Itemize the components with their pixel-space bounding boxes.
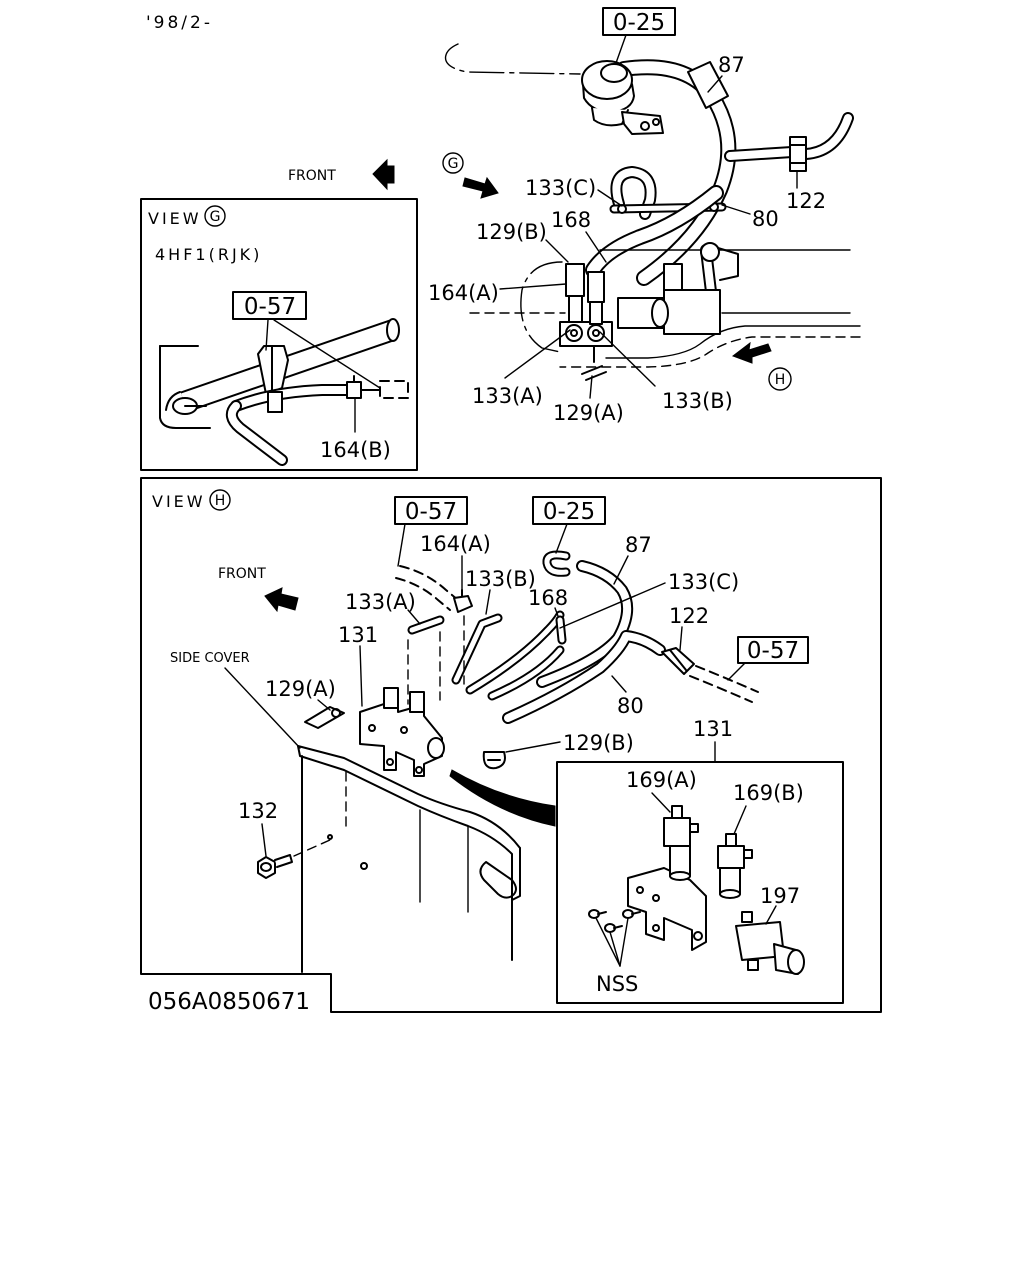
- solenoid-169b: [717, 833, 753, 899]
- bolt-132: [257, 839, 331, 879]
- detail-bracket: [627, 867, 707, 951]
- callout-129b: 129(B): [476, 220, 547, 244]
- front-arrow-icon-view-h: [264, 587, 299, 613]
- valve-197: [735, 911, 805, 975]
- callout-129a: 129(A): [553, 401, 624, 425]
- callout-h-129b: 129(B): [563, 731, 634, 755]
- callout-164b: 164(B): [320, 438, 391, 462]
- side-cover-label: SIDE COVER: [170, 651, 250, 666]
- callout-h-87: 87: [625, 533, 652, 557]
- engine-model-label: 4HF1(RJK): [155, 245, 262, 264]
- view-g-illustration: [159, 318, 409, 466]
- location-indicator-swoosh: [449, 769, 556, 827]
- vacuum-pipe-loop: [610, 166, 657, 220]
- drawing-number: 056A0850671: [148, 989, 310, 1015]
- view-g-ref-label: 0-57: [244, 294, 296, 320]
- view-g-ref-box: 0-57: [232, 291, 307, 320]
- callout-h-133c: 133(C): [668, 570, 739, 594]
- callout-169a: 169(A): [626, 768, 697, 792]
- callout-h-131: 131: [338, 623, 378, 647]
- view-g-title-marker: G: [210, 209, 221, 225]
- front-label-main: FRONT: [288, 168, 336, 184]
- view-h-title-marker: H: [215, 493, 226, 509]
- main-view: 0-25: [288, 7, 861, 425]
- revision-label: '98/2-: [146, 13, 213, 33]
- view-h-ref-box-center: 0-25: [532, 496, 606, 525]
- view-g-marker: G: [442, 152, 499, 199]
- view-h-title: VIEW: [152, 492, 206, 511]
- view-g-panel: VIEW G 4HF1(RJK) 0-57: [140, 198, 418, 471]
- solenoid-bracket-131: [359, 687, 445, 777]
- view-h-ref-right-label: 0-57: [747, 638, 799, 664]
- side-cover: [297, 745, 521, 973]
- callout-133a: 133(A): [472, 384, 543, 408]
- main-leader-lines: [499, 34, 798, 399]
- view-g-arrow-icon: [462, 176, 499, 199]
- callout-169b: 169(B): [733, 781, 804, 805]
- ref-box-top: 0-25: [602, 7, 676, 36]
- callout-h-168: 168: [528, 586, 568, 610]
- view-h-marker-letter: H: [775, 372, 786, 388]
- callout-h-133a: 133(A): [345, 590, 416, 614]
- callout-164a: 164(A): [428, 281, 499, 305]
- hose-87: [616, 59, 737, 286]
- callout-122: 122: [786, 189, 826, 213]
- callout-87: 87: [718, 53, 745, 77]
- callout-detail-131: 131: [693, 717, 733, 741]
- view-h-arrow-icon: [731, 341, 772, 364]
- clip-129b: [482, 751, 506, 770]
- front-arrow-icon: [372, 158, 395, 191]
- view-h-ref-left-label: 0-57: [405, 499, 457, 525]
- callout-h-164a: 164(A): [420, 532, 491, 556]
- view-h-panel: VIEW H 0-57 0-25 0-57 FRONT SIDE COVER: [140, 477, 882, 1013]
- view-h-ref-center-label: 0-25: [543, 499, 595, 525]
- callout-197: 197: [760, 884, 800, 908]
- view-h-leader-lines: [224, 523, 746, 857]
- view-h-ref-box-right: 0-57: [737, 636, 809, 664]
- hose-168: [585, 185, 724, 278]
- vacuum-valve-unit: [617, 242, 739, 335]
- intake-contour: [445, 43, 581, 75]
- detail-leader-lines: [595, 792, 777, 967]
- callout-h-132: 132: [238, 799, 278, 823]
- view-g-title: VIEW: [148, 209, 202, 228]
- view-h-ref-box-left: 0-57: [394, 496, 468, 525]
- detail-inset: 169(A) 169(B) 197 NSS: [556, 761, 844, 1004]
- hose-122: [724, 112, 854, 172]
- solenoid-valve-assembly: [559, 263, 613, 381]
- view-h-marker: H: [731, 341, 792, 391]
- screws-nss: [588, 909, 641, 933]
- callout-h-80: 80: [617, 694, 644, 718]
- callout-nss: NSS: [596, 972, 638, 996]
- callout-133b: 133(B): [662, 389, 733, 413]
- callout-168: 168: [551, 208, 591, 232]
- solenoid-169a: [663, 805, 699, 881]
- callout-h-122: 122: [669, 604, 709, 628]
- ref-top-label: 0-25: [613, 10, 665, 36]
- callout-133c: 133(C): [525, 176, 596, 200]
- callout-h-129a: 129(A): [265, 677, 336, 701]
- view-g-leader-lines: [265, 319, 381, 433]
- callout-h-133b: 133(B): [465, 567, 536, 591]
- egr-valve: [581, 60, 664, 135]
- callout-80: 80: [752, 207, 779, 231]
- clip-129a: [304, 706, 345, 729]
- view-g-marker-letter: G: [448, 156, 459, 172]
- view-h-hoses: [395, 550, 759, 724]
- front-label-view-h: FRONT: [218, 566, 266, 582]
